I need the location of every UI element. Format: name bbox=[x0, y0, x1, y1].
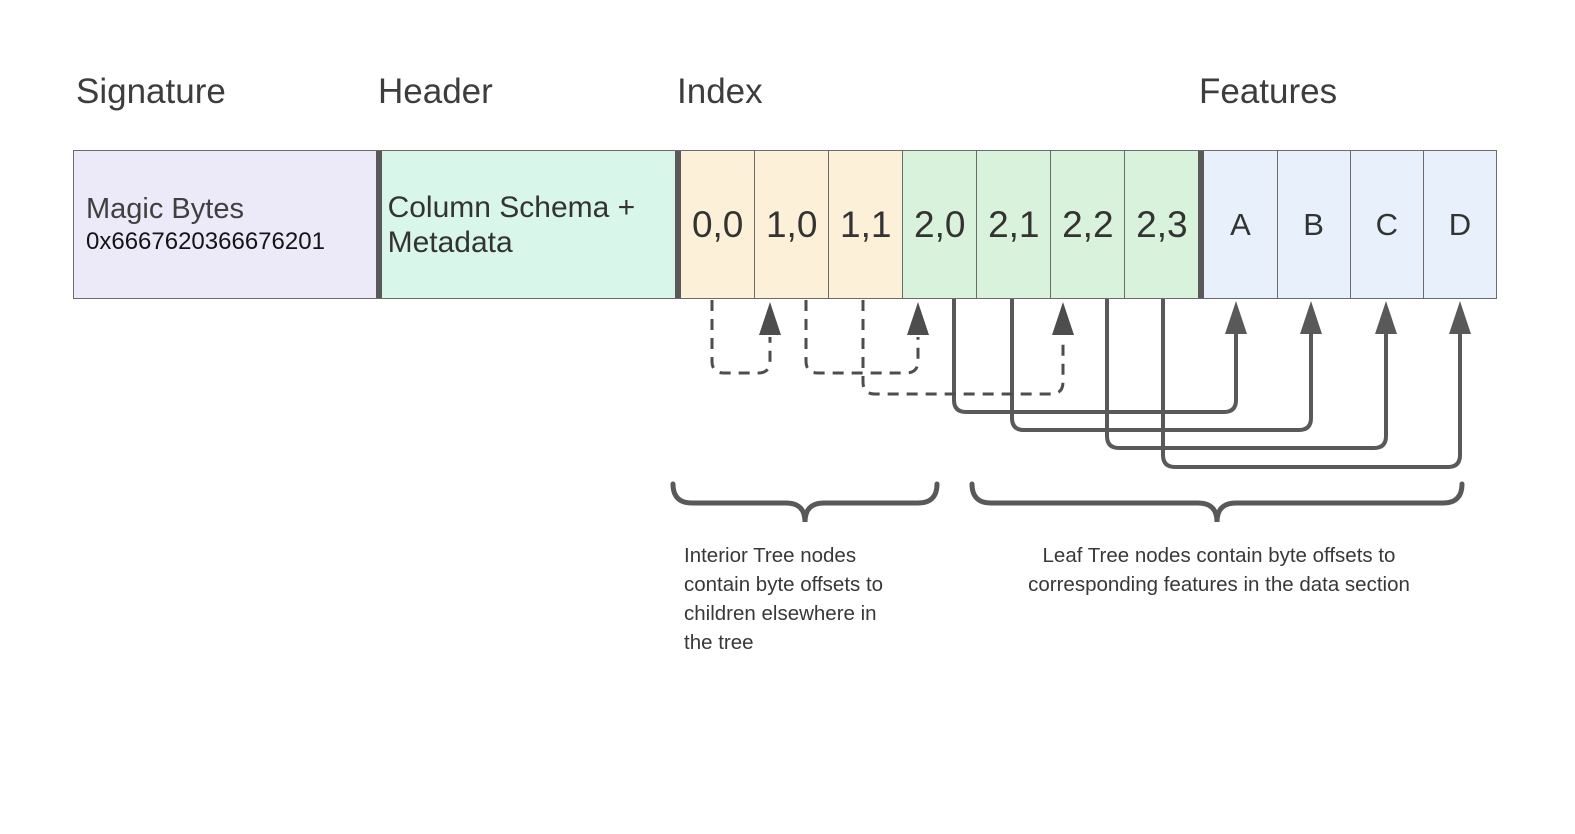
index-node-cell: 2,1 bbox=[977, 151, 1052, 298]
section-label-index: Index bbox=[677, 72, 763, 111]
arrow-2-0-to-A bbox=[952, 299, 1238, 414]
section-label-header: Header bbox=[378, 72, 493, 111]
byte-layout-row: Magic Bytes 0x6667620366676201 Column Sc… bbox=[73, 150, 1497, 299]
arrow-2-1-to-B bbox=[1010, 299, 1313, 432]
index-node-cell: 1,0 bbox=[755, 151, 830, 298]
interior-nodes-brace bbox=[670, 481, 940, 523]
magic-bytes-title: Magic Bytes bbox=[86, 193, 244, 225]
index-node-cell: 1,1 bbox=[829, 151, 904, 298]
header-section: Column Schema + Metadata bbox=[375, 151, 676, 298]
leaf-nodes-brace bbox=[969, 481, 1465, 523]
arrowhead-D bbox=[1449, 301, 1471, 334]
feature-cell: D bbox=[1423, 151, 1496, 298]
section-label-signature: Signature bbox=[76, 72, 226, 111]
arrowhead-2-0 bbox=[907, 302, 929, 335]
arrowhead-1-0 bbox=[759, 302, 781, 335]
feature-cell: A bbox=[1204, 151, 1278, 298]
arrow-0-0-to-1-0 bbox=[710, 300, 772, 375]
arrow-1-1-to-2-2 bbox=[861, 300, 1065, 396]
arrowhead-C bbox=[1375, 301, 1397, 334]
arrow-2-3-to-D bbox=[1161, 299, 1462, 469]
index-node-cell: 2,2 bbox=[1051, 151, 1126, 298]
arrow-2-2-to-C bbox=[1105, 299, 1388, 450]
column-schema-cell: Column Schema + Metadata bbox=[381, 151, 676, 298]
arrowhead-B bbox=[1300, 301, 1322, 334]
index-section: 0,0 1,0 1,1 2,0 2,1 2,2 2,3 bbox=[675, 151, 1199, 298]
magic-bytes-value: 0x6667620366676201 bbox=[86, 228, 325, 255]
arrow-1-0-to-2-0 bbox=[804, 300, 920, 375]
index-node-cell: 2,0 bbox=[903, 151, 978, 298]
features-section: A B C D bbox=[1198, 151, 1496, 298]
leaf-nodes-note: Leaf Tree nodes contain byte offsets to … bbox=[1028, 544, 1410, 596]
feature-cell: B bbox=[1277, 151, 1351, 298]
arrowhead-A bbox=[1225, 301, 1247, 334]
index-node-cell: 0,0 bbox=[681, 151, 756, 298]
magic-bytes-cell: Magic Bytes 0x6667620366676201 bbox=[74, 151, 376, 298]
index-node-cell: 2,3 bbox=[1125, 151, 1199, 298]
section-label-features: Features bbox=[1199, 72, 1338, 111]
arrowhead-2-2 bbox=[1052, 302, 1074, 335]
interior-nodes-note: Interior Tree nodes contain byte offsets… bbox=[684, 544, 884, 654]
signature-section: Magic Bytes 0x6667620366676201 bbox=[74, 151, 376, 298]
feature-cell: C bbox=[1350, 151, 1424, 298]
